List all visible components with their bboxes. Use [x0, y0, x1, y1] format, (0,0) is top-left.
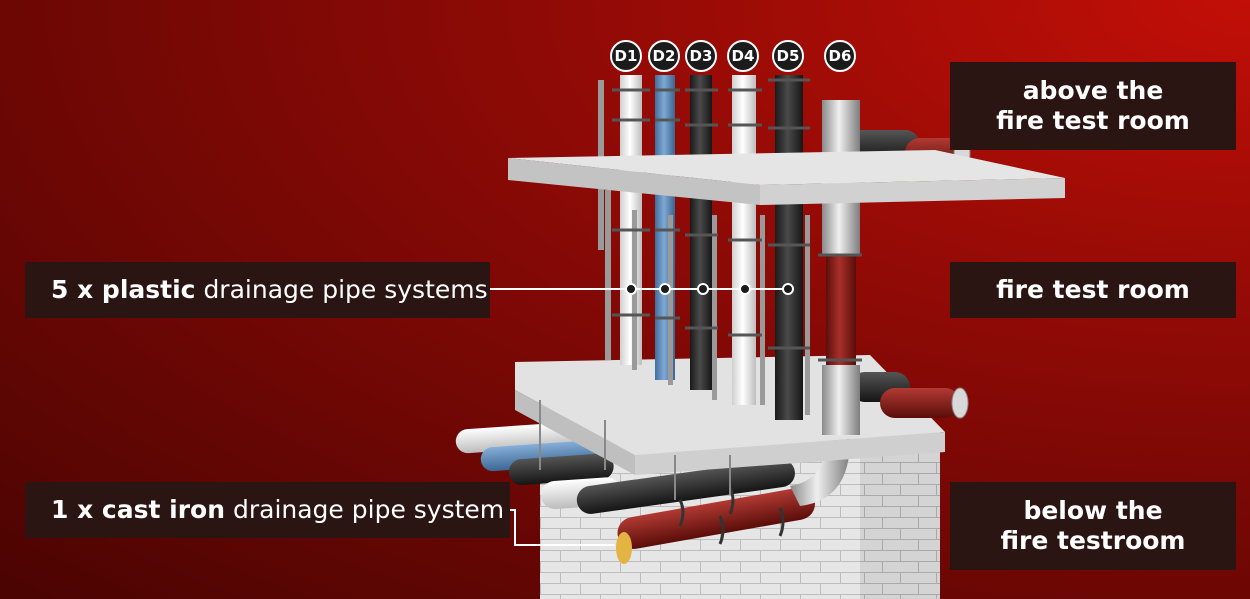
- pipe-id-d2: D2: [648, 40, 680, 72]
- test-room-line-1: fire test room: [996, 275, 1190, 304]
- pipe-id-d6: D6: [824, 40, 856, 72]
- pipe-id-d5: D5: [772, 40, 804, 72]
- cast-iron-pipe-label: 1 x cast iron drainage pipe system: [25, 482, 510, 538]
- hangers-lower: [539, 400, 731, 500]
- pipe-markers: [625, 283, 794, 295]
- cast-iron-description: drainage pipe system: [232, 495, 505, 524]
- upper-slab: [508, 150, 1065, 205]
- pipe-id-d1: D1: [610, 40, 642, 72]
- above-line-1: above the: [1022, 76, 1164, 105]
- pipe-id-d4: D4: [727, 40, 759, 72]
- below-line-2: fire testroom: [1000, 526, 1186, 555]
- plastic-count: 5 x plastic: [51, 275, 196, 304]
- below-line-1: below the: [1023, 496, 1163, 525]
- vertical-pipes: [598, 75, 862, 435]
- cast-iron-count: 1 x cast iron: [51, 495, 226, 524]
- below-test-room-label: below the fire testroom: [950, 482, 1236, 570]
- pipe-id-d3: D3: [685, 40, 717, 72]
- plastic-description: drainage pipe systems: [203, 275, 488, 304]
- plastic-pipes-label: 5 x plastic drainage pipe systems: [25, 262, 490, 318]
- above-test-room-label: above the fire test room: [950, 62, 1236, 150]
- test-room-label: fire test room: [950, 262, 1236, 318]
- above-line-2: fire test room: [996, 106, 1190, 135]
